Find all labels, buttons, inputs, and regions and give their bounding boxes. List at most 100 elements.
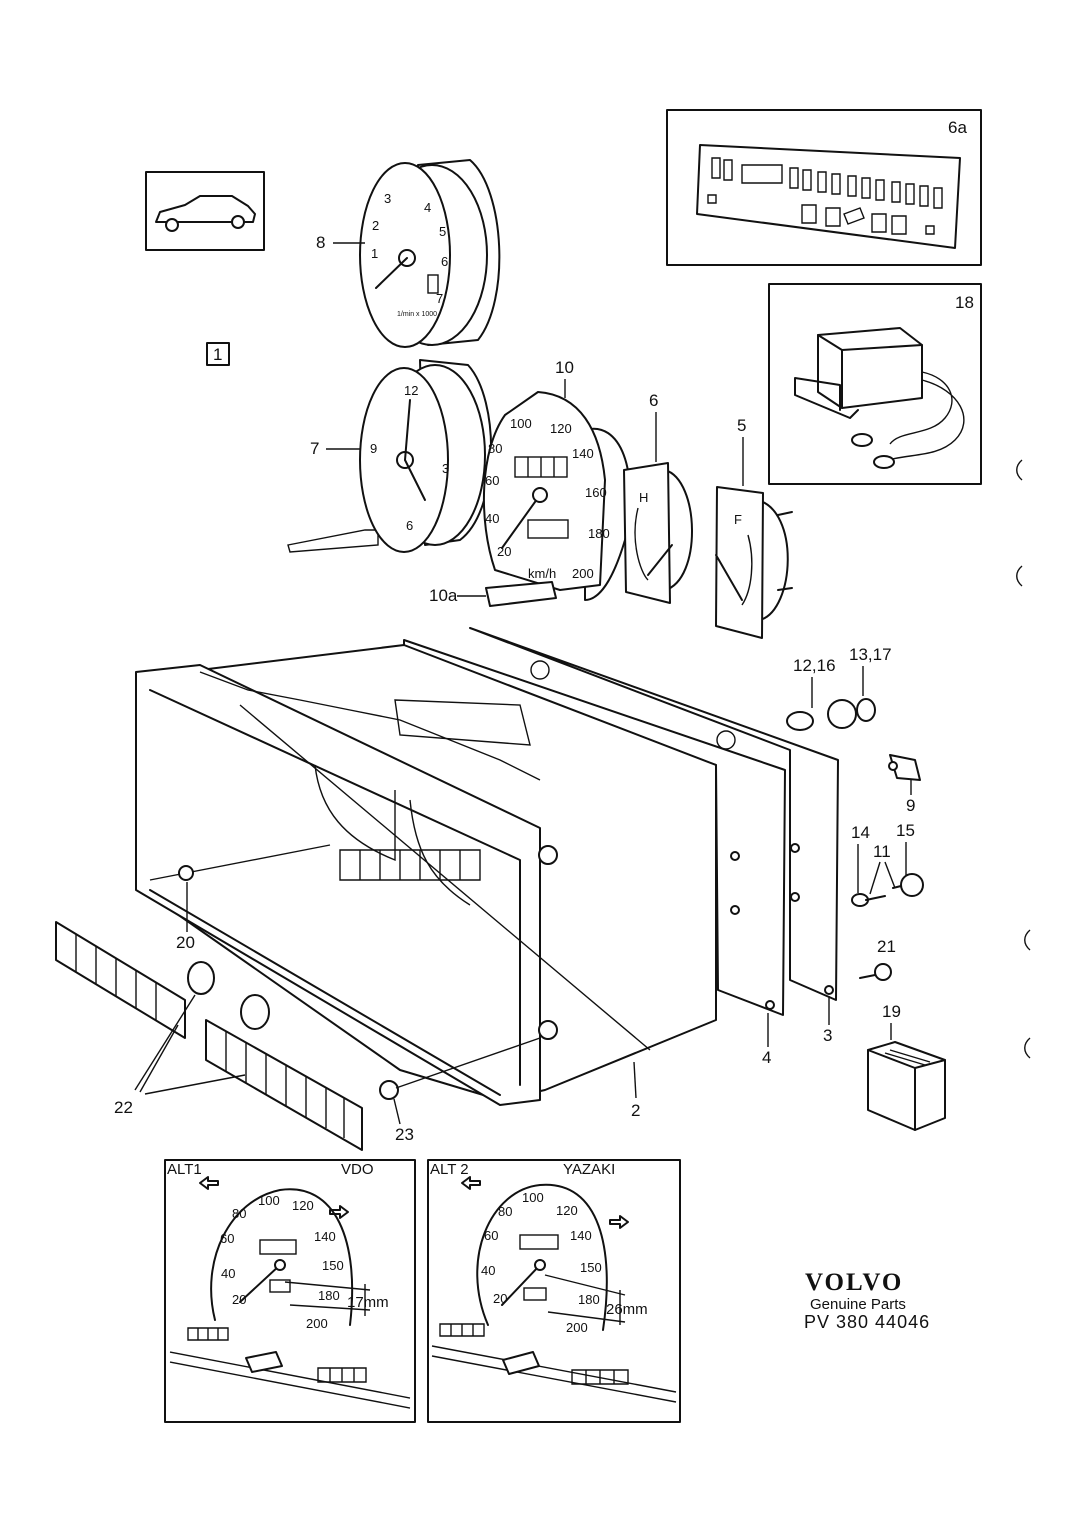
speedo-tick-40: 40 [485, 511, 499, 526]
alt2-tick-180: 180 [578, 1292, 600, 1307]
callout-15: 15 [896, 821, 915, 840]
alt1-maker: VDO [341, 1161, 374, 1178]
callout-18: 18 [955, 293, 974, 312]
speedo-tick-180: 180 [588, 526, 610, 541]
svg-text:20: 20 [176, 933, 195, 952]
alt1-tick-150: 150 [322, 1258, 344, 1273]
svg-text:10: 10 [555, 358, 574, 377]
callout-1: 1 [213, 345, 222, 364]
binder-marks [1016, 459, 1031, 1059]
svg-text:5: 5 [737, 416, 746, 435]
clock-3: 3 [442, 461, 449, 476]
relay-inset: 18 [768, 283, 982, 485]
bulb-holders-11: 14 15 11 [851, 821, 924, 907]
voltage-stabilizer-19: 19 [867, 1002, 946, 1131]
callout-10a: 10a [429, 581, 557, 607]
speedo-tick-100: 100 [510, 416, 532, 431]
alt1-tick-180: 180 [318, 1288, 340, 1303]
speedo-tick-120: 120 [550, 421, 572, 436]
speedo-tick-160: 160 [585, 485, 607, 500]
temp-letter: H [639, 490, 648, 505]
alt1-tick-20: 20 [232, 1292, 246, 1307]
alt2-yazaki-inset: ALT 2 YAZAKI 26mm 20 40 60 80 100 120 14… [427, 1159, 681, 1423]
alt1-measure: 17mm [347, 1294, 389, 1311]
printed-circuit-inset: 6a [666, 109, 982, 266]
alt2-tick-80: 80 [498, 1204, 512, 1219]
alt1-label: ALT1 [167, 1161, 202, 1178]
bulb-and-holder: 12,16 13,17 [786, 645, 892, 731]
callout-19: 19 [882, 1002, 901, 1021]
callout-3: 3 [823, 996, 832, 1045]
alt2-tick-120: 120 [556, 1203, 578, 1218]
svg-text:7: 7 [310, 439, 319, 458]
symbol-strips: 22 [55, 921, 363, 1151]
callout-6a: 6a [948, 118, 967, 137]
callout-21: 21 [877, 937, 896, 956]
callout-4: 4 [762, 1013, 771, 1067]
speedo-tick-20: 20 [497, 544, 511, 559]
svg-text:2: 2 [631, 1101, 640, 1120]
tach-tick-5: 5 [439, 224, 446, 239]
alt1-tick-60: 60 [220, 1231, 234, 1246]
callout-10: 10 [555, 358, 574, 398]
alt1-tick-40: 40 [221, 1266, 235, 1281]
speedo-tick-60: 60 [485, 473, 499, 488]
part-number: PV 380 44046 [804, 1312, 930, 1332]
speedo-tick-80: 80 [488, 441, 502, 456]
tagline: Genuine Parts [810, 1296, 906, 1313]
tach-unit: 1/min x 1000 [397, 311, 437, 318]
callout-9: 9 [906, 796, 915, 815]
clock: 12 3 6 9 [287, 359, 493, 553]
alt2-tick-100: 100 [522, 1190, 544, 1205]
speedo-tick-200: 200 [572, 566, 594, 581]
connector-9: 9 [888, 754, 921, 815]
tach-tick-6: 6 [441, 254, 448, 269]
callout-14: 14 [851, 823, 870, 842]
callout-5: 5 [737, 416, 746, 486]
car-model-inset [145, 171, 265, 251]
tach-tick-4: 4 [424, 200, 431, 215]
svg-text:3: 3 [823, 1026, 832, 1045]
temperature-gauge: H [623, 462, 693, 604]
callout-2: 2 [631, 1061, 640, 1120]
svg-text:4: 4 [762, 1048, 771, 1067]
speedometer: 20 40 60 80 100 120 140 160 180 200 km/h [482, 391, 632, 601]
alt1-tick-100: 100 [258, 1193, 280, 1208]
screw-21: 21 [859, 937, 896, 981]
tach-tick-1: 1 [371, 246, 378, 261]
callout-11: 11 [873, 842, 891, 861]
alt1-vdo-inset: ALT1 VDO 17mm 20 40 60 80 100 120 140 15… [164, 1159, 416, 1423]
callout-13-17: 13,17 [849, 645, 892, 664]
alt2-tick-20: 20 [493, 1291, 507, 1306]
alt2-tick-60: 60 [484, 1228, 498, 1243]
alt2-tick-140: 140 [570, 1228, 592, 1243]
svg-text:6: 6 [649, 391, 658, 410]
brand-logo: VOLVO [805, 1269, 903, 1296]
callout-8: 8 [316, 233, 365, 252]
fuel-letter: F [734, 512, 742, 527]
screw-23: 23 [379, 1037, 541, 1144]
callout-6: 6 [649, 391, 658, 462]
speedo-tick-140: 140 [572, 446, 594, 461]
alt1-tick-80: 80 [232, 1206, 246, 1221]
alt1-tick-140: 140 [314, 1229, 336, 1244]
tach-tick-2: 2 [372, 218, 379, 233]
alt2-label: ALT 2 [430, 1161, 469, 1178]
tach-tick-7: 7 [436, 291, 443, 306]
clock-9: 9 [370, 441, 377, 456]
instrument-housing [135, 644, 717, 1106]
alt1-tick-200: 200 [306, 1316, 328, 1331]
alt2-tick-40: 40 [481, 1263, 495, 1278]
callout-20: 20 [176, 882, 195, 952]
callout-23: 23 [395, 1125, 414, 1144]
callout-22: 22 [114, 1098, 133, 1117]
clock-12: 12 [404, 383, 418, 398]
callout-7: 7 [310, 439, 360, 458]
speedo-unit: km/h [528, 566, 556, 581]
volvo-genuine-parts-footer: VOLVO Genuine Parts PV 380 44046 [804, 1269, 930, 1332]
clock-6: 6 [406, 518, 413, 533]
tach-tick-3: 3 [384, 191, 391, 206]
alt1-tick-120: 120 [292, 1198, 314, 1213]
tachometer: 1 2 3 4 5 6 7 1/min x 1000 [359, 159, 501, 348]
